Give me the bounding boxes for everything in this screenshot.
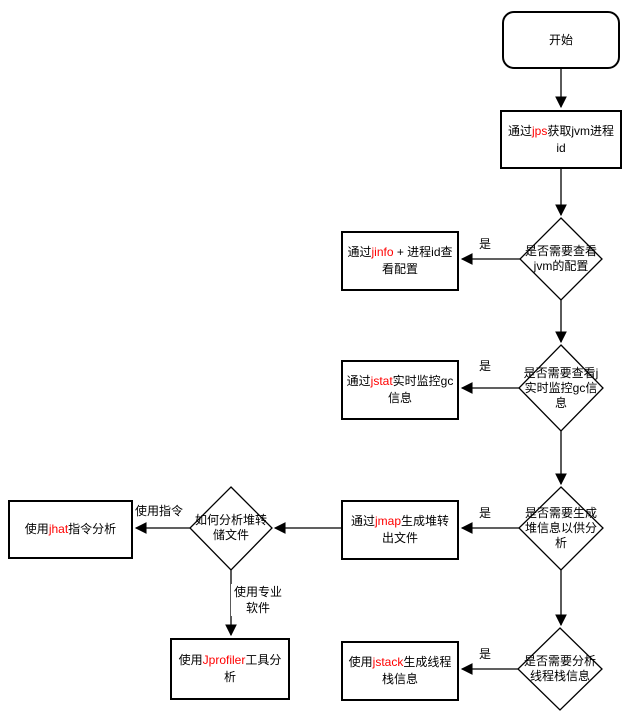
jmap-command-text: jmap xyxy=(374,514,401,528)
decision-diamond-heap xyxy=(518,486,604,571)
node-start-label: 开始 xyxy=(548,32,573,47)
jinfo-command-text: jinfo xyxy=(371,245,394,259)
jhat-command-text: jhat xyxy=(48,522,69,536)
node-jinfo: 通过jinfo + 进程id查看配置 xyxy=(341,231,459,291)
node-start: 开始 xyxy=(502,11,620,69)
decision-diamond-view-config xyxy=(519,217,603,301)
edge-label-use-software: 使用专业软件 xyxy=(231,584,285,616)
node-jmap: 通过jmap生成堆转出文件 xyxy=(341,500,459,560)
edge-label-yes-thread: 是 xyxy=(479,646,492,662)
decision-diamond-analyze xyxy=(189,486,273,571)
edge-label-yes-heap: 是 xyxy=(479,505,492,521)
decision-analyze-label: 如何分析堆转储文件 xyxy=(194,513,267,542)
node-jstat-label: 通过jstat实时监控gc信息 xyxy=(346,374,454,405)
edge-label-yes-config: 是 xyxy=(479,236,492,252)
decision-diamond-gc xyxy=(518,344,604,432)
jstat-command-text: jstat xyxy=(370,374,393,388)
node-jmap-label: 通过jmap生成堆转出文件 xyxy=(350,514,450,545)
decision-diamonds xyxy=(189,217,604,711)
node-jps: 通过jps获取jvm进程id xyxy=(500,110,622,169)
decision-thread-label: 是否需要分析线程栈信息 xyxy=(523,654,596,683)
node-jprofiler-label: 使用Jprofiler工具分析 xyxy=(178,653,282,684)
decision-diamond-thread xyxy=(517,627,603,711)
node-jinfo-label: 通过jinfo + 进程id查看配置 xyxy=(347,245,453,276)
node-jhat: 使用jhat指令分析 xyxy=(8,500,133,559)
node-jps-label: 通过jps获取jvm进程id xyxy=(507,123,615,155)
jps-command-text: jps xyxy=(532,123,548,138)
flow-arrows xyxy=(134,69,567,675)
node-jhat-label: 使用jhat指令分析 xyxy=(24,522,117,536)
node-jstack: 使用jstack生成线程栈信息 xyxy=(341,641,459,701)
edge-label-use-command: 使用指令 xyxy=(134,503,184,519)
node-jstack-label: 使用jstack生成线程栈信息 xyxy=(348,655,452,686)
node-jstat: 通过jstat实时监控gc信息 xyxy=(341,360,459,420)
jprofiler-command-text: Jprofiler xyxy=(202,653,246,667)
jstack-command-text: jstack xyxy=(372,655,404,669)
edge-label-yes-gc: 是 xyxy=(479,358,492,374)
node-jprofiler: 使用Jprofiler工具分析 xyxy=(170,638,290,700)
decision-heap-label: 是否需要生成堆信息以供分析 xyxy=(524,506,597,550)
